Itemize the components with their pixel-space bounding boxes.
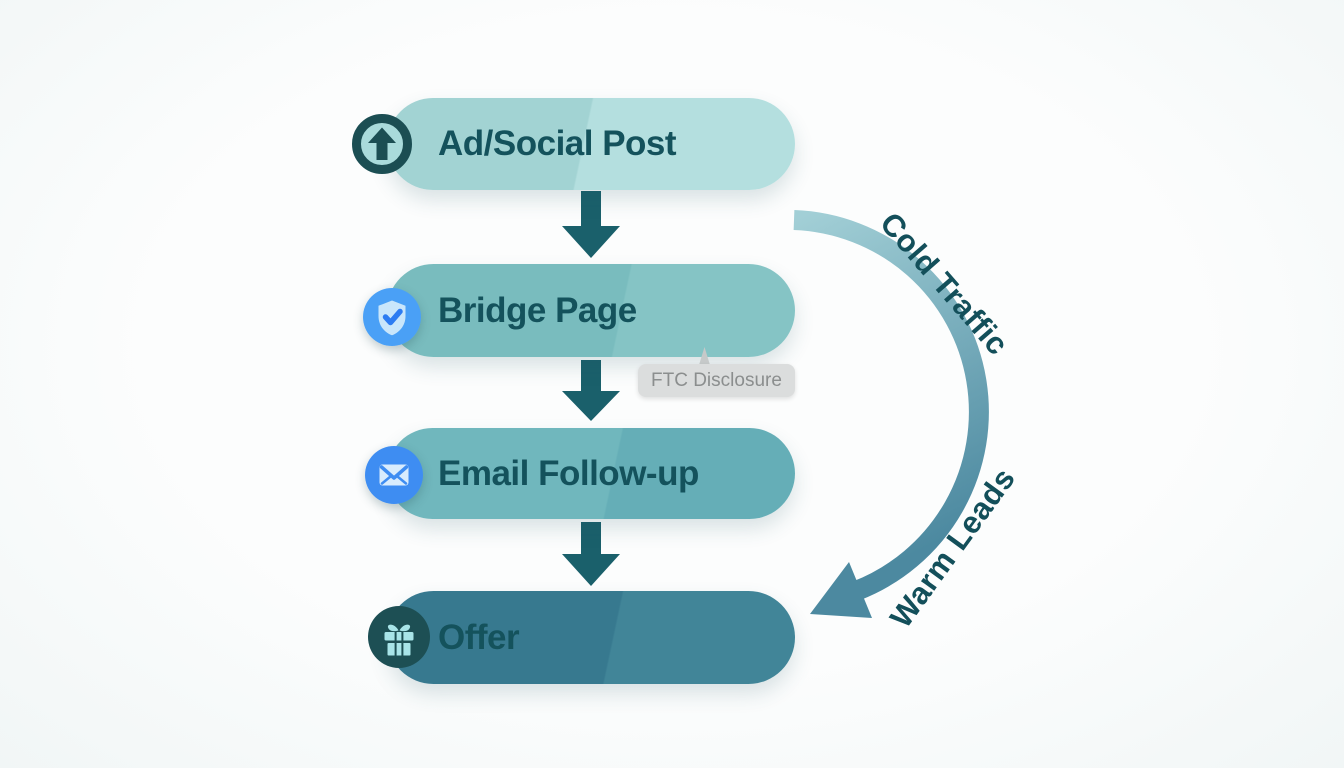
bypass-curve-arrowhead-icon <box>810 562 872 618</box>
step-label: Email Follow-up <box>438 453 699 493</box>
step-bridge-page: Bridge Page <box>387 264 795 357</box>
down-arrow-icon <box>562 360 620 421</box>
cold-traffic-label: Cold Traffic <box>873 205 1016 362</box>
step-ad-social-post: Ad/Social Post <box>387 98 795 190</box>
gift-icon <box>368 606 430 668</box>
shield-check-icon <box>363 288 421 346</box>
step-label: Offer <box>438 617 520 657</box>
step-offer: Offer <box>387 591 795 684</box>
arrow-up-circle-icon <box>352 114 412 174</box>
ftc-disclosure-callout: FTC Disclosure <box>638 364 795 397</box>
down-arrow-icon <box>562 191 620 258</box>
callout-text: FTC Disclosure <box>651 369 782 391</box>
step-email-follow-up: Email Follow-up <box>387 428 795 519</box>
step-label: Bridge Page <box>438 290 637 330</box>
warm-leads-label: Warm Leads <box>883 461 1023 635</box>
down-arrow-icon <box>562 522 620 586</box>
callout-pointer <box>699 347 710 365</box>
step-label: Ad/Social Post <box>438 124 677 163</box>
email-icon <box>365 446 423 504</box>
